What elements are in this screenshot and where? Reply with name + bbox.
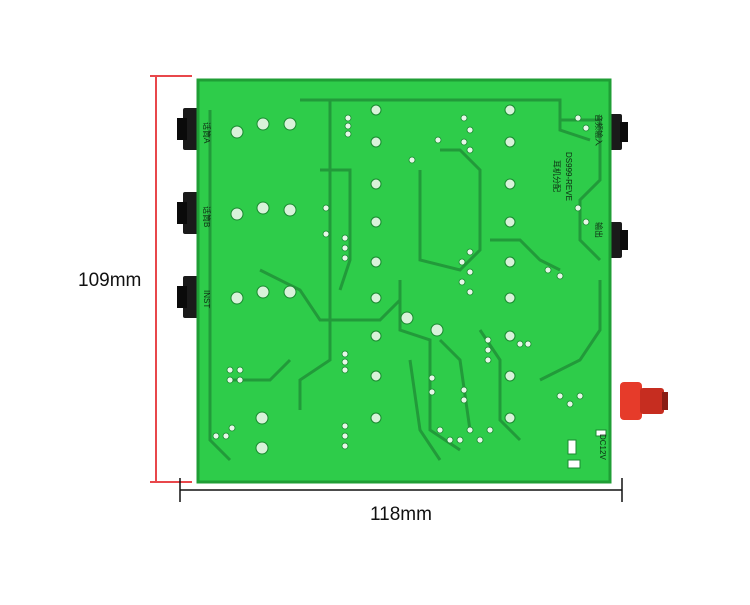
width-dimension-label: 118mm <box>370 504 432 525</box>
silk-model: DS999-REVE <box>564 152 573 201</box>
height-dimension-marker <box>150 75 192 483</box>
smd-components <box>567 429 607 469</box>
silk-input-a: 话筒A <box>202 122 212 144</box>
dc-power-jack <box>620 382 668 420</box>
height-dimension-label: 109mm <box>78 270 142 291</box>
silk-inst: INST <box>202 290 211 308</box>
silk-dc: DC12V <box>598 434 607 460</box>
silkscreen-text: 话筒A 话筒B INST DS999-REVE 耳机分配 音频输入 输出 DC1… <box>202 114 607 460</box>
pcb-traces <box>208 98 602 462</box>
silk-out2: 输出 <box>594 222 604 238</box>
width-dimension-marker <box>179 478 623 502</box>
silk-brand: 耳机分配 <box>552 160 562 192</box>
silk-output: 音频输入 <box>594 114 604 146</box>
silk-input-b: 话筒B <box>202 206 212 227</box>
vias <box>212 114 590 450</box>
solder-pads <box>230 104 516 455</box>
